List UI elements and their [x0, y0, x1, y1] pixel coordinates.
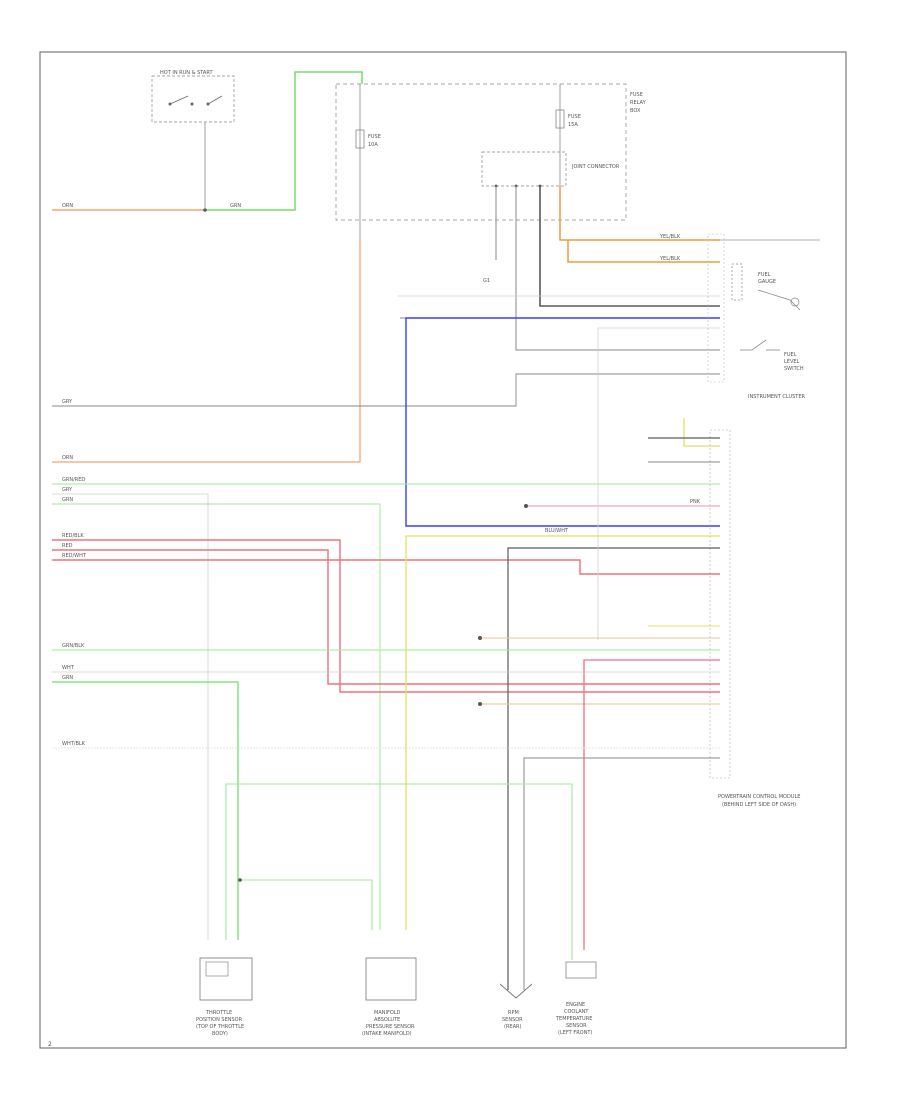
wire-gray-6: [52, 493, 209, 940]
ect-line4: SENSOR: [566, 1023, 587, 1029]
wire-label-orn-2: ORN: [62, 455, 73, 461]
wire-gray-5: [52, 373, 720, 407]
tps-line1: THROTTLE: [205, 1010, 232, 1016]
tps-line2: POSITION SENSOR: [196, 1017, 243, 1023]
wire-gray-1: [515, 186, 720, 351]
wire-grn-shared-2: [240, 879, 373, 930]
engine-coolant-temperature-sensor: ENGINE COOLANT TEMPERATURE SENSOR (LEFT …: [555, 961, 597, 1036]
wire-gold-1: [559, 186, 720, 241]
fuse2-value: 15A: [568, 122, 578, 128]
fuse-relay-box: FUSE 10A FUSE 15A FUSE RELAY BOX: [335, 83, 647, 240]
fuel-switch-line1: FUEL: [784, 352, 797, 358]
wire-label-grn-3: GRN: [62, 675, 73, 681]
pcm-label-1: POWERTRAIN CONTROL MODULE: [718, 794, 800, 800]
wire-gray-rpm: [523, 757, 720, 990]
ect-line3: TEMPERATURE: [555, 1016, 592, 1022]
fuse-box-line2: RELAY: [630, 100, 647, 106]
ignition-switch-component: HOT IN RUN & START: [151, 70, 235, 160]
joint-connector: JOINT CONNECTOR: [481, 151, 620, 188]
wire-orn-down: [52, 240, 361, 463]
wire-dark-rpm: [507, 547, 720, 990]
ect-line5: (LEFT FRONT): [558, 1030, 592, 1036]
wire-red-1: [52, 539, 720, 693]
rpm-line3: (REAR): [504, 1024, 521, 1030]
ect-line1: ENGINE: [566, 1002, 585, 1008]
rpm-line1: RPM: [508, 1010, 519, 1016]
wire-label-grn: GRN: [230, 203, 241, 209]
wire-label-grn-red: GRN/RED: [62, 477, 85, 483]
wire-blu: [405, 317, 720, 527]
rpm-sensor: RPM SENSOR (REAR): [499, 983, 533, 1030]
cluster-pins: [707, 233, 725, 383]
instrument-cluster-label: INSTRUMENT CLUSTER: [748, 394, 806, 400]
rpm-line2: SENSOR: [502, 1017, 523, 1023]
ect-line2: COOLANT: [564, 1009, 589, 1015]
wire-label-blu: BLU/WHT: [545, 528, 569, 534]
wire-grn-shared: [225, 783, 573, 960]
wire-yel: [405, 535, 720, 930]
fuse-value: 10A: [368, 142, 378, 148]
wire-label-red-wht: RED/WHT: [62, 553, 87, 559]
fuel-switch-line3: SWITCH: [784, 366, 804, 372]
wire-label-grn-2: GRN: [62, 497, 73, 503]
wire-dark-1: [539, 186, 720, 307]
fuel-gauge-line2: GAUGE: [758, 279, 776, 285]
wire-label-pnk: PNK: [690, 499, 701, 505]
wire-label-gry-2: GRY: [62, 487, 73, 493]
map-line2: ABSOLUTE: [374, 1017, 400, 1023]
diagram-frame: [39, 51, 847, 1049]
wire-label-yel-blk: YEL/BLK: [659, 234, 681, 240]
wire-label-red-blk: RED/BLK: [62, 533, 84, 539]
tps-line3: (TOP OF THROTTLE: [196, 1024, 244, 1030]
wire-gold-2: [567, 240, 720, 263]
wire-label-wht: WHT: [62, 665, 75, 671]
wire-label-orn: ORN: [62, 203, 73, 209]
map-line1: MANIFOLD: [374, 1010, 401, 1016]
wire-label-gry: GRY: [62, 399, 73, 405]
wire-grn-top: [205, 71, 363, 211]
fuel-gauge: FUEL GAUGE: [731, 263, 801, 311]
switch-label: HOT IN RUN & START: [160, 70, 213, 76]
fuse-box-line3: BOX: [630, 108, 641, 114]
fuel-level-switch: FUEL LEVEL SWITCH: [740, 339, 804, 372]
wire-label-grn-blk: GRN/BLK: [62, 643, 85, 649]
ground-text: G1: [483, 278, 490, 284]
map-line3: PRESSURE SENSOR: [366, 1024, 415, 1030]
connector-label: JOINT CONNECTOR: [571, 164, 620, 170]
wire-grn-tps: [52, 681, 239, 940]
fuel-switch-line2: LEVEL: [784, 359, 800, 365]
fuel-gauge-line1: FUEL: [758, 272, 771, 278]
wire-label-yel-blk-2: YEL/BLK: [659, 256, 681, 262]
tps-line4: BODY): [212, 1031, 228, 1037]
page-number: 2: [48, 1041, 52, 1048]
fuse2-label: FUSE: [568, 114, 581, 120]
fuse-box-line1: FUSE: [630, 92, 643, 98]
wire-red-2: [52, 549, 720, 685]
wire-label-wht-blk: WHT/BLK: [62, 741, 86, 747]
wire-label-red: RED: [62, 543, 73, 549]
map-sensor: MANIFOLD ABSOLUTE PRESSURE SENSOR (INTAK…: [362, 957, 417, 1037]
wire-red-ect: [583, 659, 720, 950]
wire-yel-top: [683, 418, 720, 447]
wire-red-3: [52, 559, 720, 575]
pcm-connector: [709, 429, 731, 779]
wire-grn-2: [52, 503, 381, 930]
map-line4: (INTAKE MANIFOLD): [362, 1031, 412, 1037]
pcm-label-2: (BEHIND LEFT SIDE OF DASH): [722, 802, 796, 808]
fuse-label: FUSE: [368, 134, 381, 140]
throttle-position-sensor: THROTTLE POSITION SENSOR (TOP OF THROTTL…: [196, 957, 253, 1037]
